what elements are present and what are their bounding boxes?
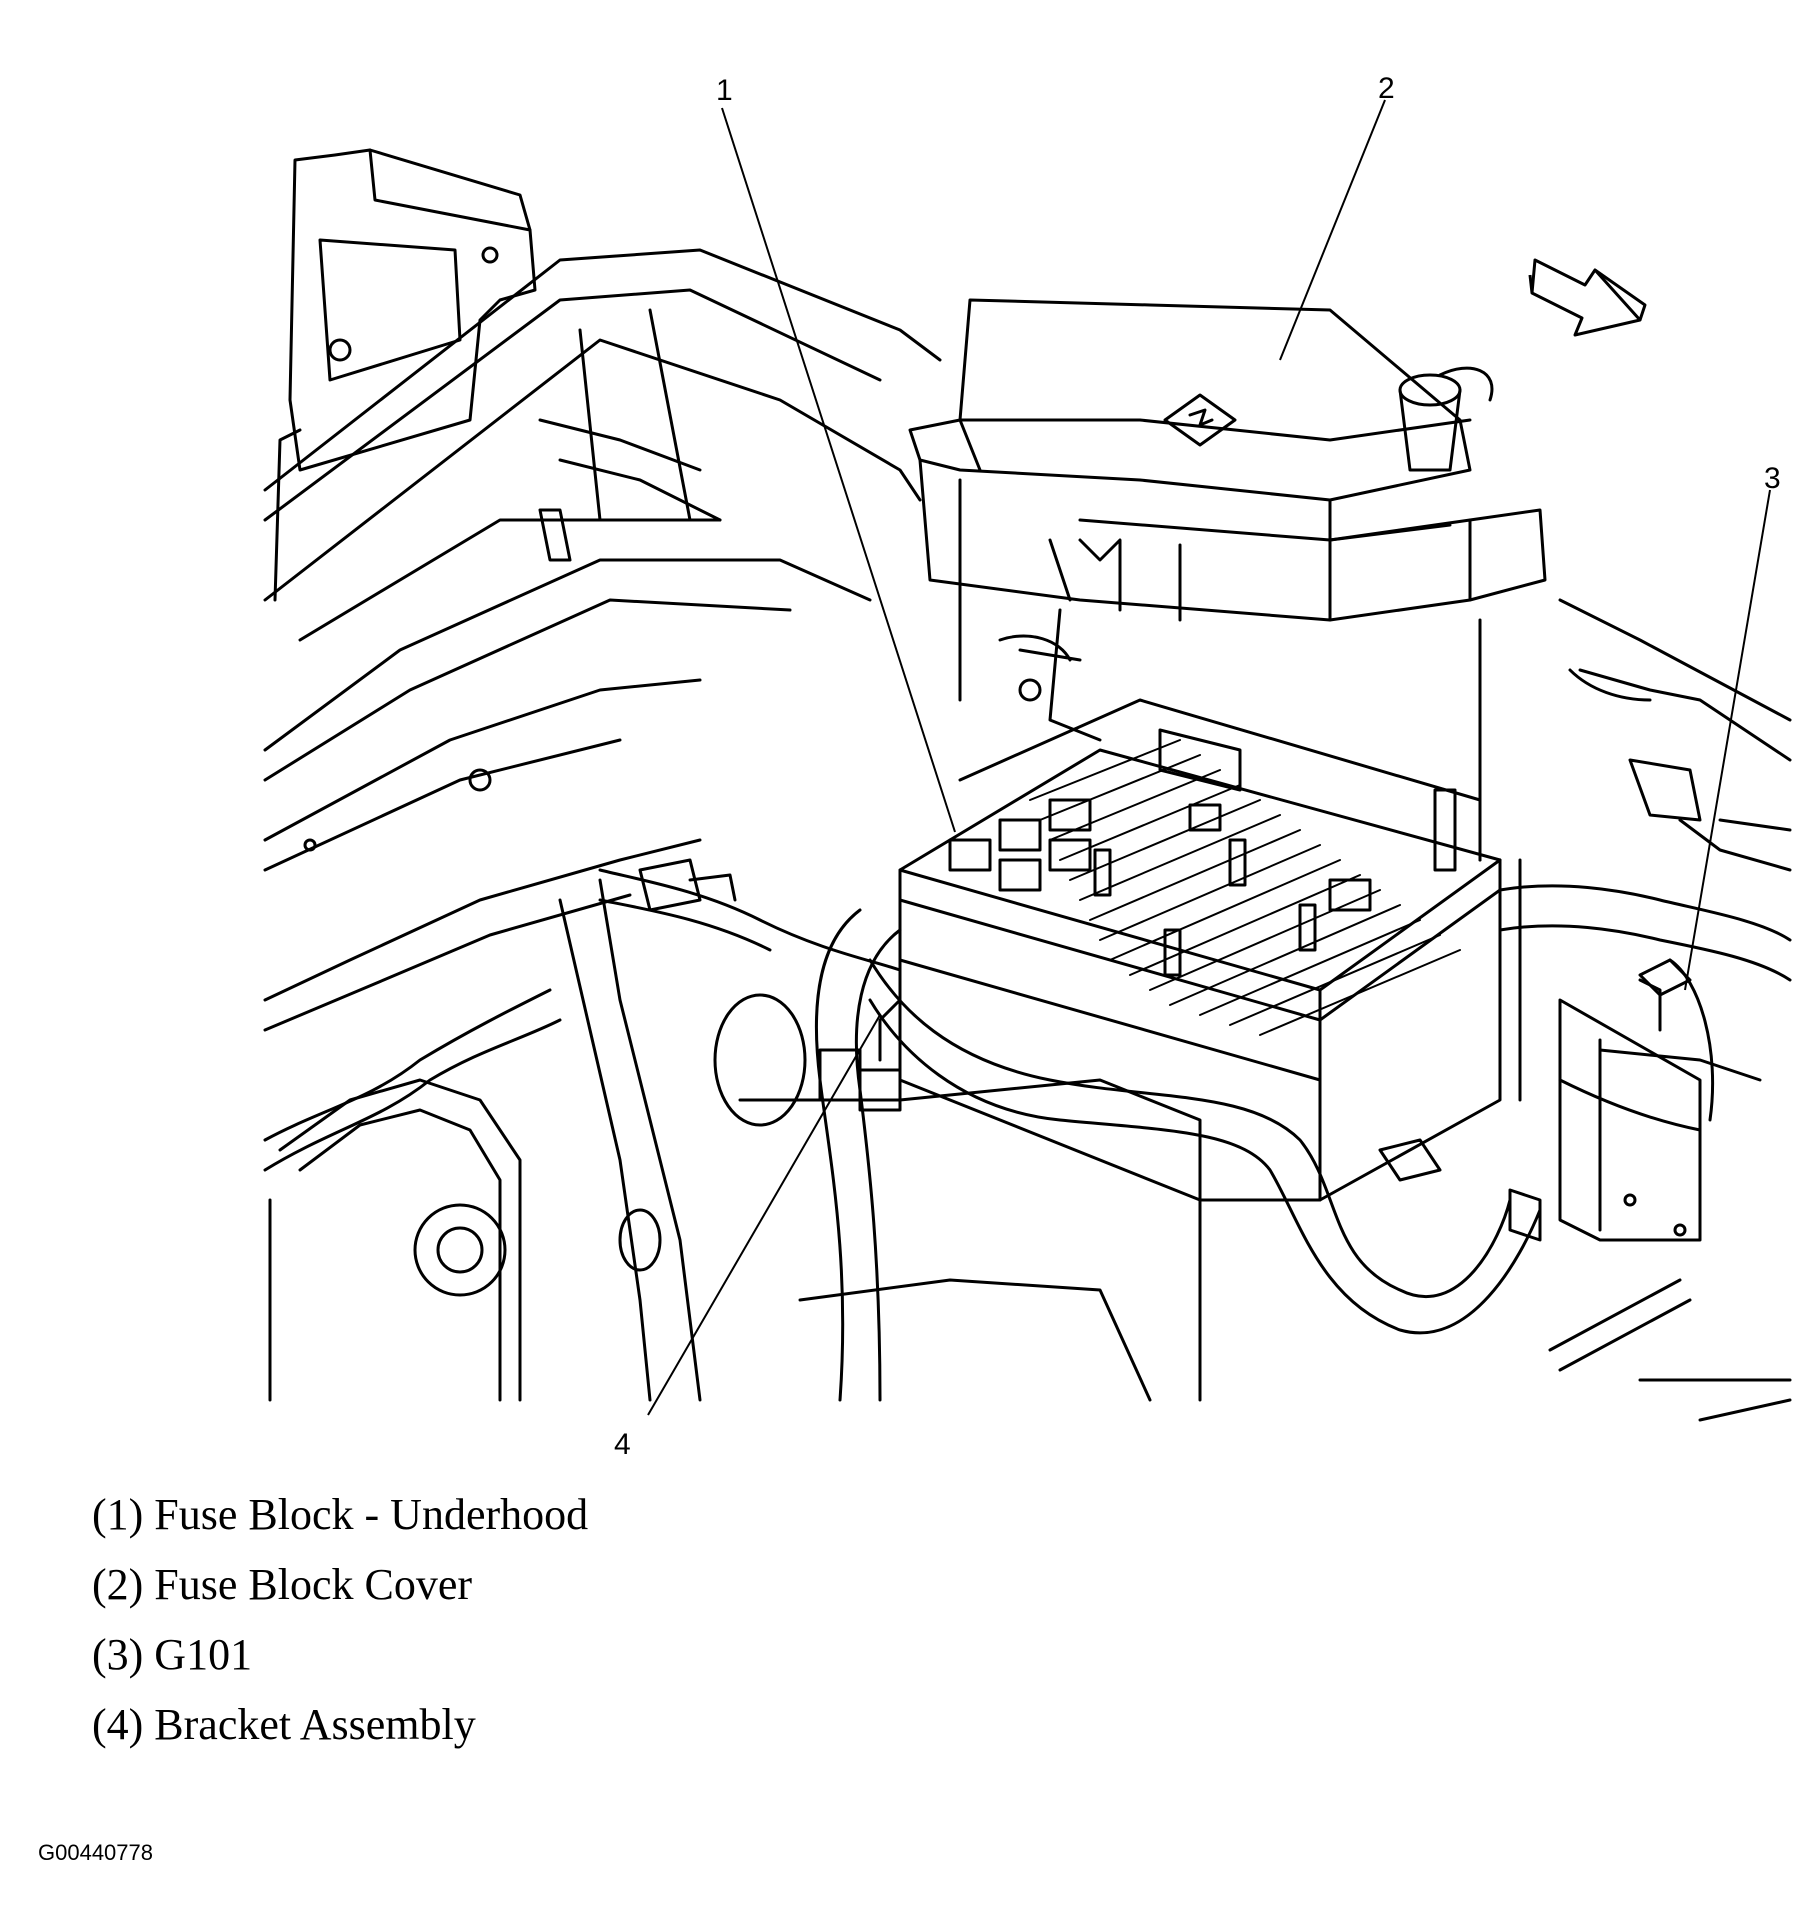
callout-number-3: 3 [1764, 462, 1781, 495]
leader-line-1 [721, 107, 956, 833]
fuse-block-cover [908, 298, 1547, 862]
leader-line-3 [1684, 489, 1771, 991]
fuse-grid [1029, 739, 1461, 1036]
legend-item-4: (4) Bracket Assembly [92, 1700, 476, 1749]
g101-ground [1558, 958, 1715, 1242]
right-structure [1518, 598, 1792, 1422]
callout-number-4: 4 [614, 1428, 631, 1461]
callout-legend: (1) Fuse Block - Underhood (2) Fuse Bloc… [92, 1480, 588, 1760]
callout-number-2: 2 [1378, 72, 1395, 105]
callout-number-1: 1 [716, 74, 733, 107]
figure-id: G00440778 [38, 1840, 153, 1865]
leader-line-2 [1279, 99, 1386, 361]
legend-item-3: (3) G101 [92, 1630, 253, 1679]
legend-item-1: (1) Fuse Block - Underhood [92, 1490, 589, 1539]
legend-item-2: (2) Fuse Block Cover [92, 1560, 473, 1609]
underhood-diagram: 1 2 3 4 [263, 72, 1792, 1461]
body-structure [263, 148, 1202, 1402]
leader-line-4 [647, 1014, 881, 1416]
fuse-block-underhood [878, 698, 1502, 1202]
battery-icon [1163, 393, 1237, 447]
direction-arrow-icon [1528, 258, 1647, 337]
